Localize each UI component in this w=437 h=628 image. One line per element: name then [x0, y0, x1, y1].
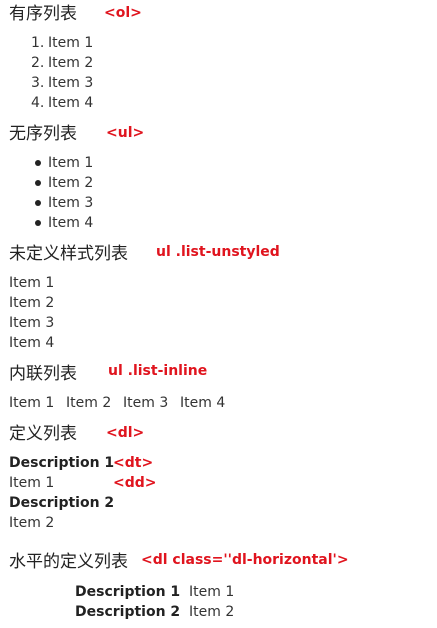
- ordered-list-tag: <ol>: [104, 5, 142, 21]
- ordered-number: 4.: [31, 95, 45, 111]
- ordered-number: 2.: [31, 55, 45, 71]
- unordered-list-heading: 无序列表: [9, 124, 77, 144]
- definition-term: Description 2: [9, 495, 115, 511]
- dd-tag: <dd>: [113, 475, 157, 491]
- definition-description: Item 1: [9, 475, 55, 491]
- unstyled-list-item: Item 1: [9, 275, 55, 291]
- ordered-list-item: Item 2: [48, 55, 94, 71]
- unstyled-list-tag: ul .list-unstyled: [156, 244, 280, 260]
- ordered-number: 1.: [31, 35, 45, 51]
- unordered-list-item: Item 4: [48, 215, 94, 231]
- horizontal-definition-term: Description 1: [75, 584, 181, 600]
- ordered-number: 3.: [31, 75, 45, 91]
- unordered-list-item: Item 3: [48, 195, 94, 211]
- unordered-list-item: Item 1: [48, 155, 94, 171]
- horizontal-list-tag: <dl class=''dl-horizontal'>: [141, 552, 349, 568]
- bullet-icon: [35, 200, 41, 206]
- ordered-list-heading: 有序列表: [9, 4, 77, 24]
- inline-list-item: Item 3: [123, 395, 169, 411]
- horizontal-definition-description: Item 2: [189, 604, 235, 620]
- ordered-list-item: Item 1: [48, 35, 94, 51]
- inline-list-tag: ul .list-inline: [108, 363, 208, 379]
- definition-term: Description 1: [9, 455, 115, 471]
- bullet-icon: [35, 180, 41, 186]
- horizontal-definition-term: Description 2: [75, 604, 181, 620]
- inline-list-item: Item 1: [9, 395, 55, 411]
- definition-list-heading: 定义列表: [9, 424, 77, 444]
- ordered-list-item: Item 3: [48, 75, 94, 91]
- unstyled-list-heading: 未定义样式列表: [9, 244, 128, 264]
- bullet-icon: [35, 160, 41, 166]
- unordered-list-tag: <ul>: [106, 125, 145, 141]
- inline-list-heading: 内联列表: [9, 364, 77, 384]
- horizontal-list-heading: 水平的定义列表: [9, 552, 128, 572]
- unstyled-list-item: Item 3: [9, 315, 55, 331]
- horizontal-definition-description: Item 1: [189, 584, 235, 600]
- unstyled-list-item: Item 4: [9, 335, 55, 351]
- bullet-icon: [35, 220, 41, 226]
- unordered-list-item: Item 2: [48, 175, 94, 191]
- unstyled-list-item: Item 2: [9, 295, 55, 311]
- dt-tag: <dt>: [113, 455, 154, 471]
- inline-list-item: Item 2: [66, 395, 112, 411]
- ordered-list-item: Item 4: [48, 95, 94, 111]
- definition-list-tag: <dl>: [106, 425, 145, 441]
- definition-description: Item 2: [9, 515, 55, 531]
- inline-list-item: Item 4: [180, 395, 226, 411]
